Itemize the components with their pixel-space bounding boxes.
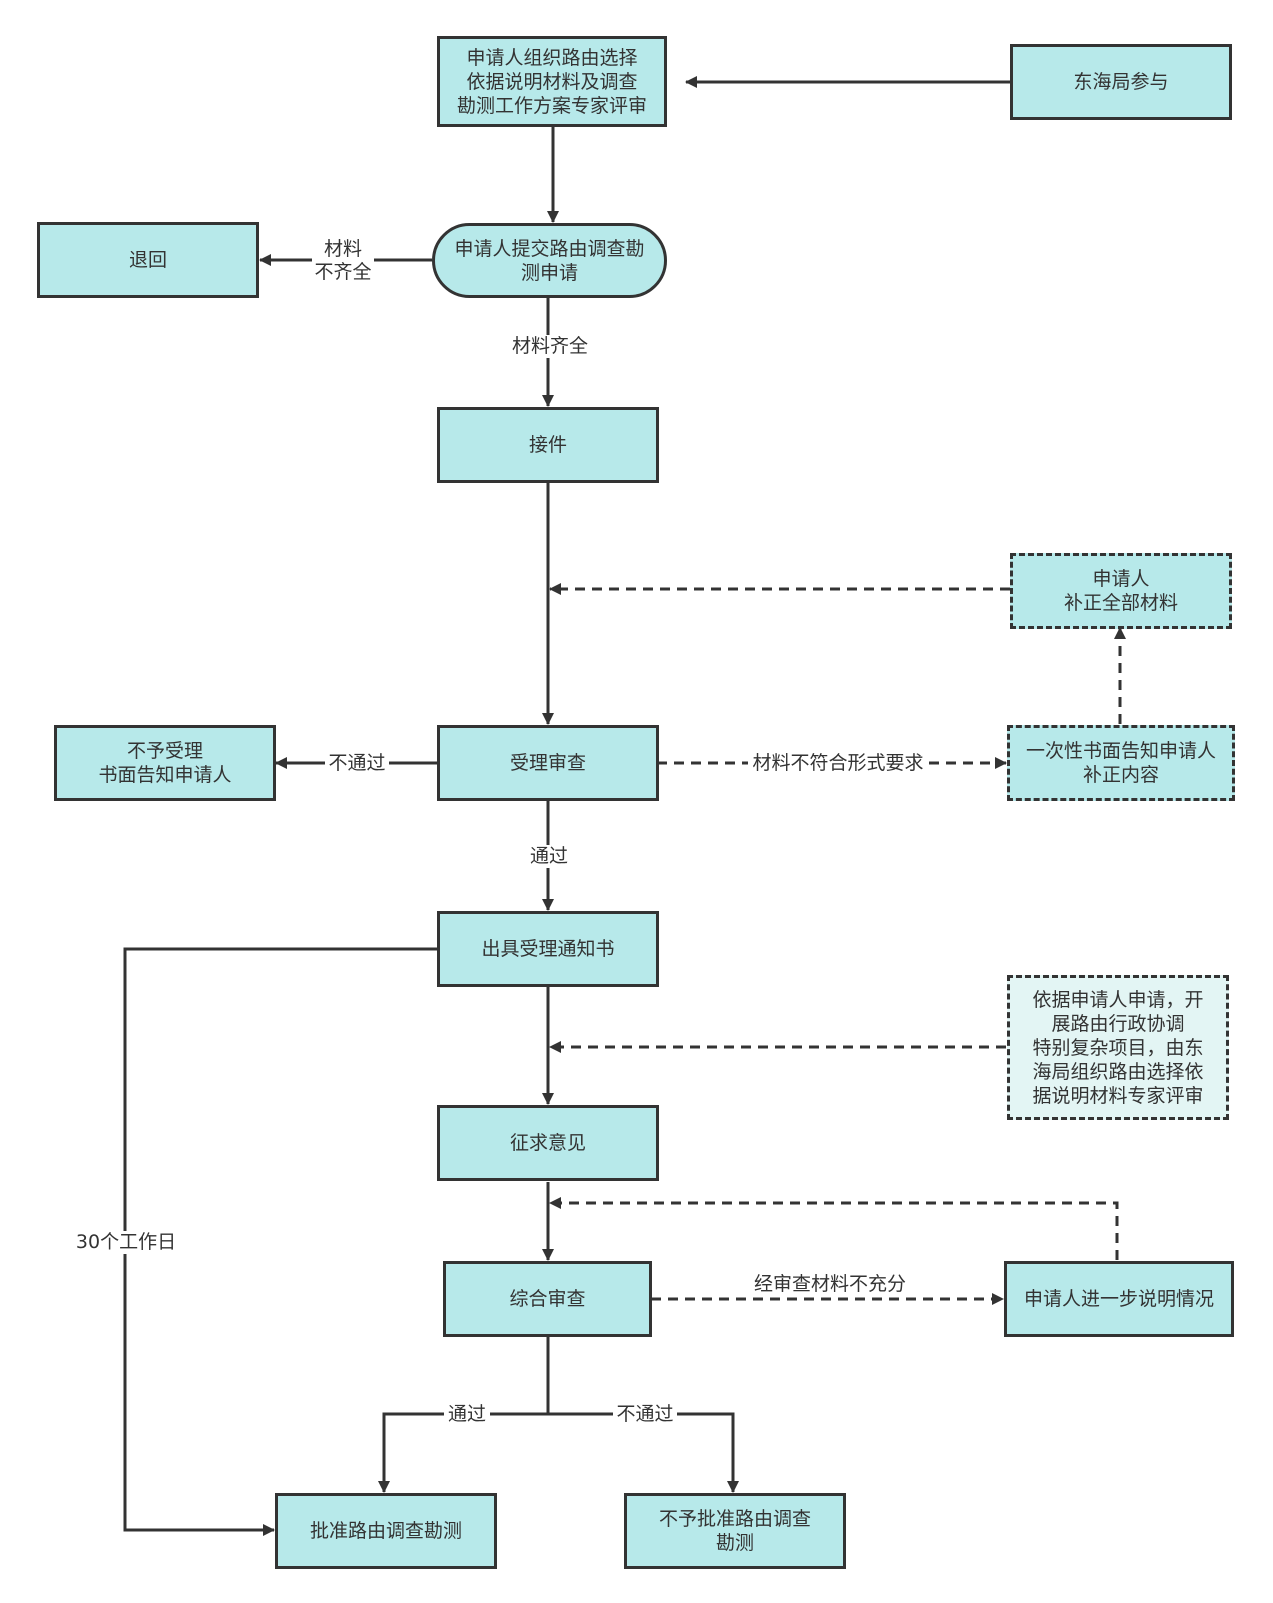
node-return: 退回 [37, 222, 259, 298]
edge-label-complete: 材料齐全 [508, 335, 592, 358]
node-acceptance-notice: 出具受理通知书 [437, 911, 659, 987]
edge-label-format-issue: 材料不符合形式要求 [748, 752, 928, 775]
node-supplement-all: 申请人 补正全部材料 [1010, 553, 1232, 629]
edge-label-incomplete: 材料 不齐全 [312, 238, 374, 284]
edge-label-fail-final: 不通过 [613, 1403, 677, 1426]
node-acceptance-review: 受理审查 [437, 725, 659, 801]
edge-label-fail-acceptance: 不通过 [325, 752, 389, 775]
node-approve-survey: 批准路由调查勘测 [275, 1493, 497, 1569]
node-reject-acceptance: 不予受理 书面告知申请人 [54, 725, 276, 801]
node-comprehensive-review: 综合审查 [443, 1261, 652, 1337]
node-solicit-opinions: 征求意见 [437, 1105, 659, 1181]
node-donghai-participation: 东海局参与 [1010, 44, 1232, 120]
edge-split-to-approve [378, 1412, 548, 1493]
edge-label-pass-acceptance: 通过 [526, 845, 572, 868]
edge-label-pass-final: 通过 [444, 1403, 490, 1426]
edge-label-insufficient: 经审查材料不充分 [753, 1273, 906, 1295]
node-notify-once: 一次性书面告知申请人 补正内容 [1007, 725, 1235, 801]
node-receive: 接件 [437, 407, 659, 483]
node-expert-review: 申请人组织路由选择 依据说明材料及调查 勘测工作方案专家评审 [437, 36, 667, 127]
node-coordination-note: 依据申请人申请，开 展路由行政协调 特别复杂项目，由东 海局组织路由选择依 据说… [1007, 975, 1229, 1120]
node-disapprove-survey: 不予批准路由调查 勘测 [624, 1493, 846, 1569]
edge-label-30-days: 30个工作日 [74, 1231, 178, 1254]
node-submit-application: 申请人提交路由调查勘 测申请 [432, 223, 667, 298]
node-further-explanation: 申请人进一步说明情况 [1004, 1261, 1234, 1337]
edge-split-to-disapprove [548, 1412, 739, 1493]
edge-explain-to-main [549, 1197, 1119, 1260]
